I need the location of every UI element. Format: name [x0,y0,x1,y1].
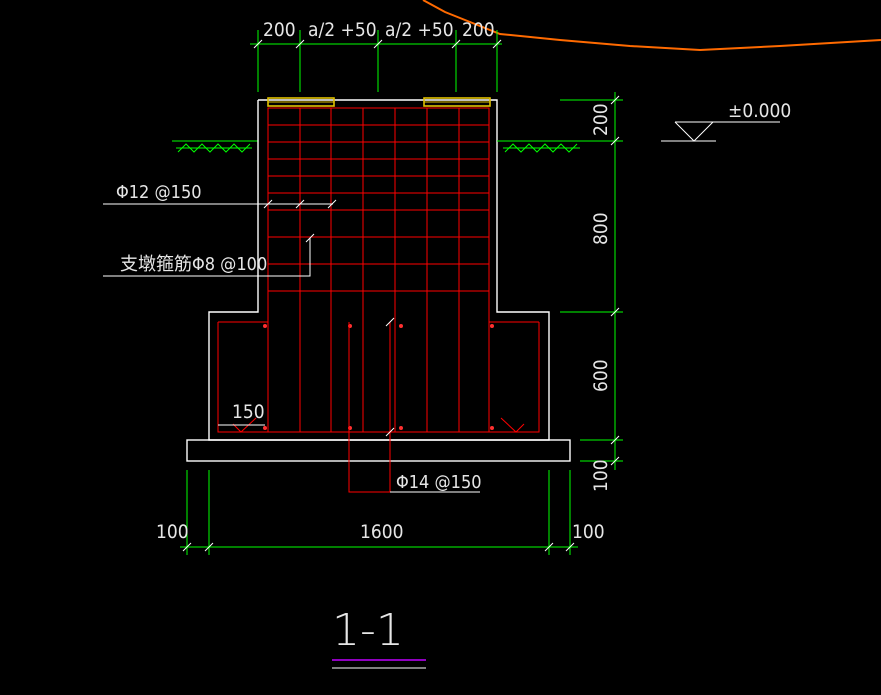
ground-hatch-left [172,140,258,153]
dim-right-3: 600 [590,359,612,392]
concrete-outline [186,99,571,462]
elevation-label: ±0.000 [728,100,791,122]
note-rebar-bottom: Φ14 @150 [396,472,482,493]
ground-hatch-right [497,140,585,153]
dim-top-1: 200 [263,19,296,41]
dim-bottom-2: 1600 [360,521,404,543]
section-title: 1-1 [332,605,404,656]
dim-top-4: 200 [462,19,495,41]
terrain-line [422,0,881,52]
right-dimension-chain [497,92,623,470]
leader-rebar-top [103,199,337,209]
dim-top-2: a/2 +50 [308,19,377,41]
dim-right-1: 200 [590,103,612,136]
rebar-cage [217,107,540,433]
leader-stirrup [103,233,315,277]
dim-right-4: 100 [590,459,612,492]
dim-bottom-3: 100 [572,521,605,543]
dim-inner: 150 [232,401,265,423]
leader-rebar-bottom [348,317,480,493]
dim-top-3: a/2 +50 [385,19,454,41]
bottom-dimension-chain [180,470,578,555]
top-dimension-chain [250,30,502,92]
rebar-dots [263,324,494,430]
dim-right-2: 800 [590,212,612,245]
elevation-mark [661,121,780,142]
note-stirrup: 支墩箍筋Φ8 @100 [120,254,267,275]
dim-bottom-1: 100 [156,521,189,543]
note-rebar-top: Φ12 @150 [116,182,202,203]
